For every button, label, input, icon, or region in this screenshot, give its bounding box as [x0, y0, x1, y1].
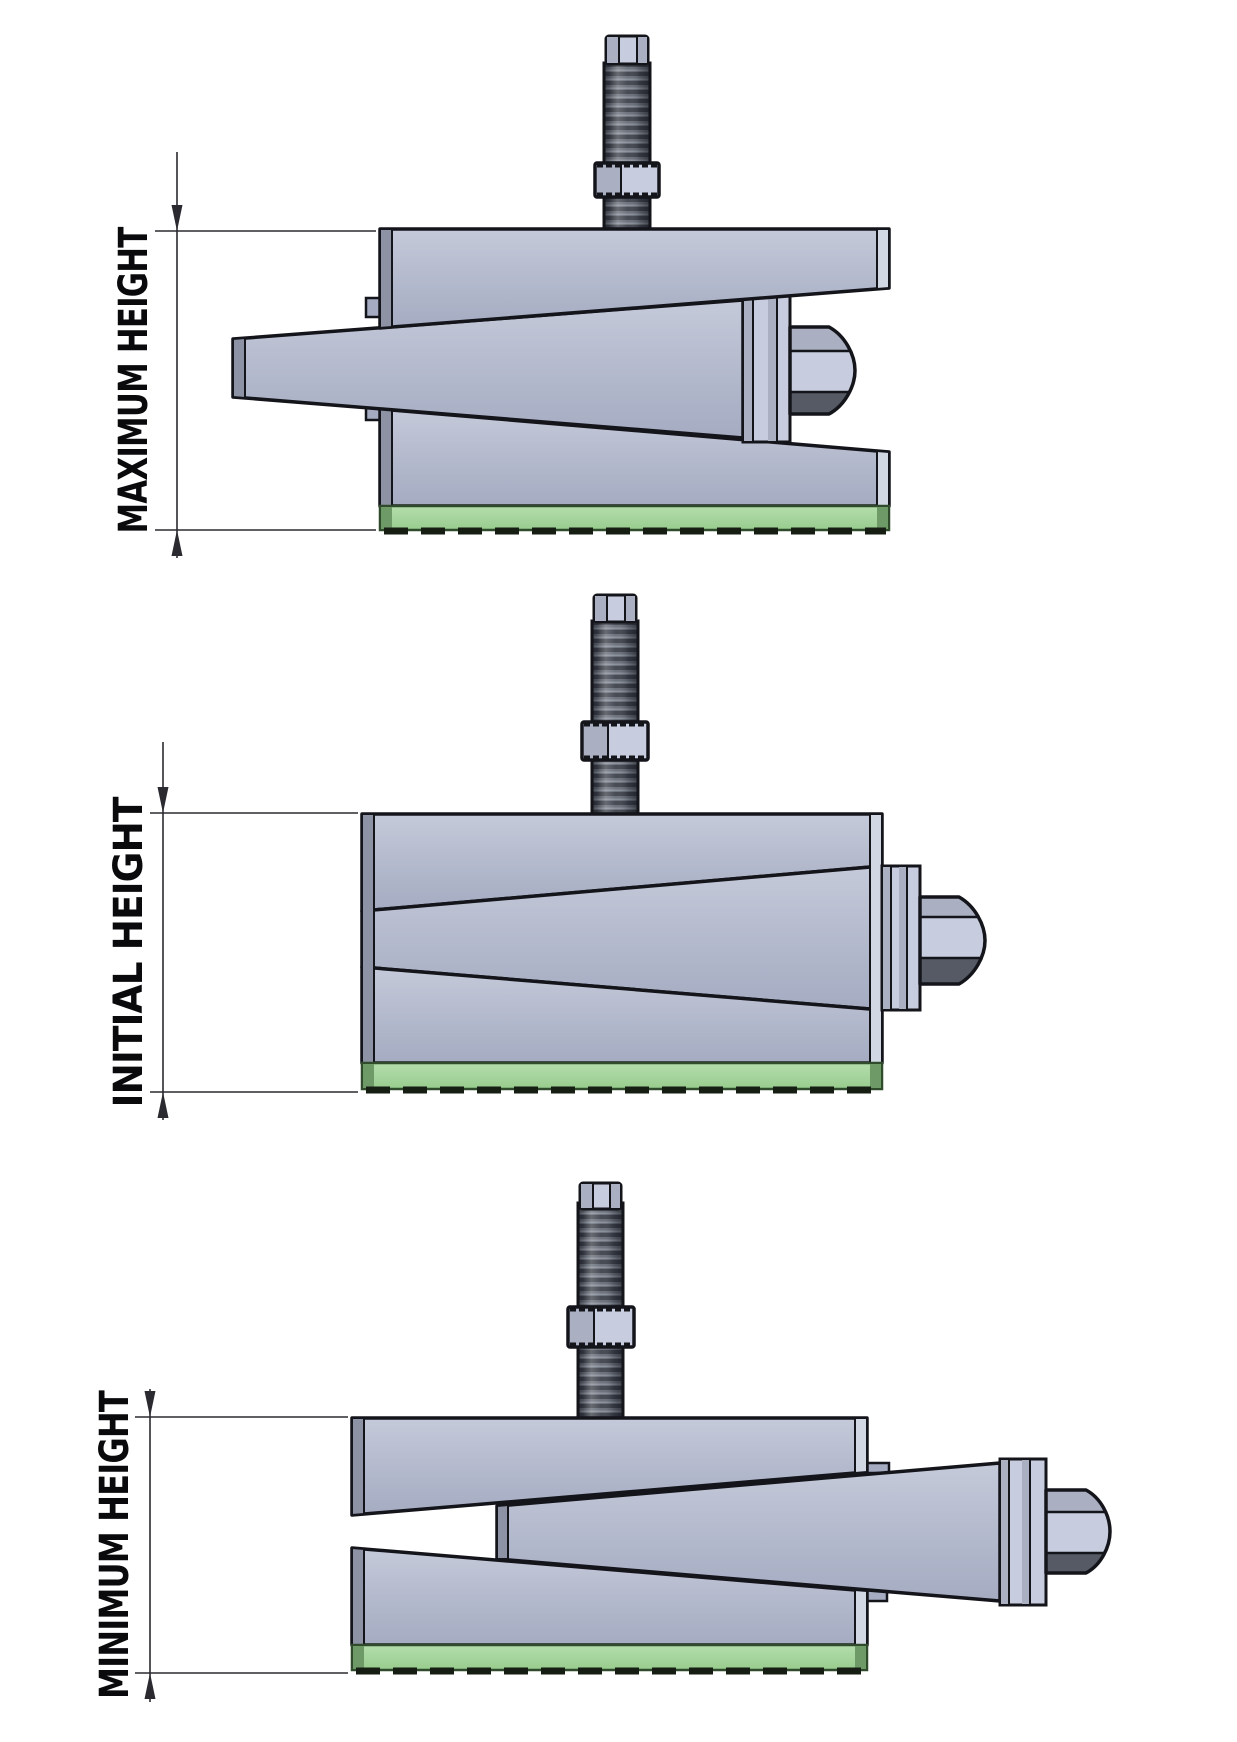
stud-cap: [592, 593, 638, 624]
view-initial-height: INITIAL HEIGHT: [106, 593, 987, 1120]
plate-right-edge: [854, 1417, 868, 1475]
adjustment-nut: [580, 720, 650, 762]
base-right-edge: [876, 449, 890, 507]
top-plate: [378, 227, 891, 330]
adjustment-nut: [566, 1305, 636, 1349]
body-right-edge: [869, 813, 883, 1064]
stud-cap: [578, 1181, 623, 1211]
dimension-label-maximum-height: MAXIMUM HEIGHT: [111, 226, 157, 533]
wedge-end-plates: [998, 1457, 1048, 1607]
dimension-label-minimum-height: MINIMUM HEIGHT: [92, 1390, 138, 1699]
dimension-arrow-top: [157, 787, 169, 813]
base-left-edge: [379, 407, 393, 507]
dimension-label-initial-height: INITIAL HEIGHT: [106, 796, 152, 1108]
dimension-arrow-bottom: [144, 1673, 156, 1699]
view-minimum-height: MINIMUM HEIGHT: [92, 1181, 1112, 1702]
body-left-edge: [361, 813, 375, 1064]
side-adjustment-bolt: [788, 325, 857, 416]
wedge-end-plates: [880, 864, 922, 1012]
wedge-tip-edge: [496, 1503, 509, 1560]
dimension-arrow-bottom: [171, 530, 183, 556]
dimension-maximum-height: MAXIMUM HEIGHT: [111, 152, 376, 558]
view-maximum-height: MAXIMUM HEIGHT: [111, 34, 891, 558]
base-left-edge: [351, 1546, 365, 1646]
rubber-base-pad: [350, 1643, 869, 1675]
threaded-stud: [593, 34, 661, 237]
dimension-arrow-bottom: [157, 1092, 169, 1118]
wedge-end-plates: [741, 294, 792, 444]
wedge-tip-edge: [232, 336, 246, 400]
side-adjustment-bolt: [1044, 1488, 1112, 1575]
plate-right-edge: [876, 228, 890, 291]
stud-cap: [604, 34, 650, 66]
threaded-stud: [580, 593, 650, 820]
side-adjustment-bolt: [918, 895, 987, 986]
dimension-arrow-top: [144, 1391, 156, 1417]
dimension-arrow-top: [171, 205, 183, 231]
top-plate: [350, 1416, 869, 1517]
rod-shading: [592, 621, 638, 818]
threaded-stud: [566, 1181, 636, 1424]
rubber-base-pad: [378, 504, 891, 535]
base-right-edge: [854, 1588, 868, 1646]
rubber-base-pad: [360, 1061, 884, 1094]
rod-shading: [604, 63, 650, 235]
adjustment-nut: [593, 161, 661, 199]
plate-left-edge: [351, 1417, 365, 1517]
plate-left-edge: [379, 228, 393, 330]
dimension-minimum-height: MINIMUM HEIGHT: [92, 1389, 348, 1702]
dimension-initial-height: INITIAL HEIGHT: [106, 742, 358, 1120]
